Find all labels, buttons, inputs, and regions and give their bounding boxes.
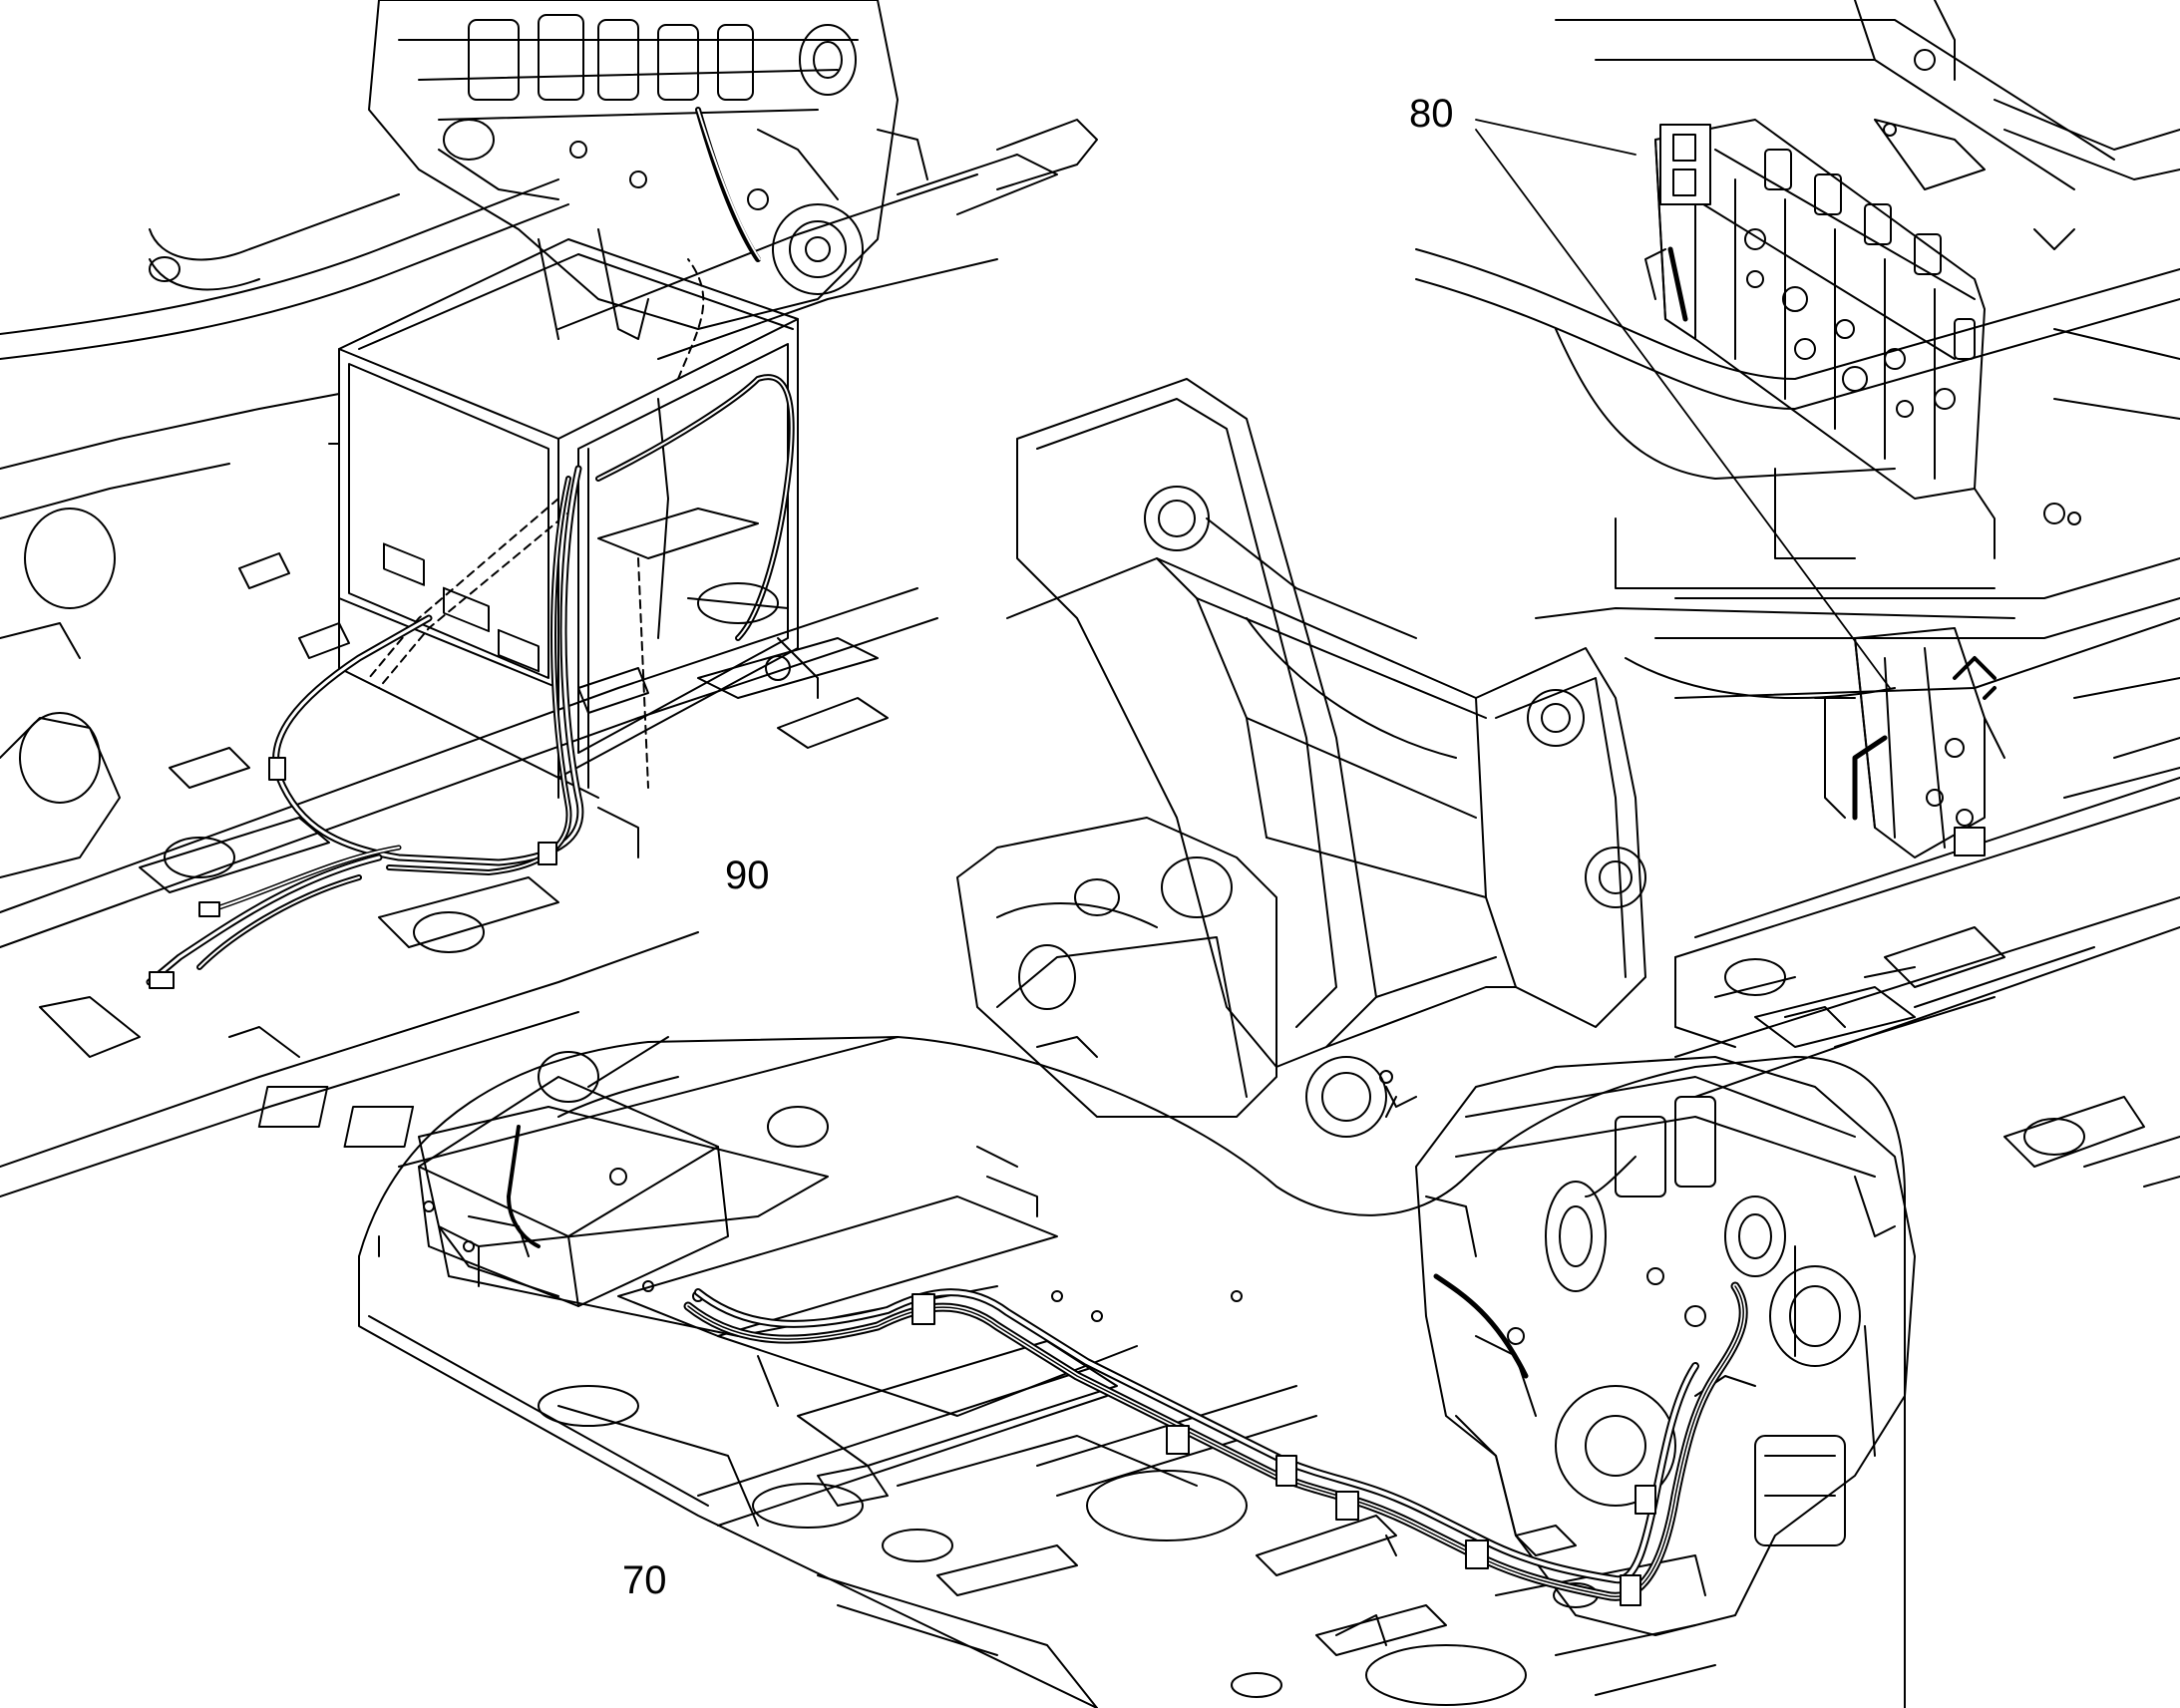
pilot-valve-block [1814, 627, 2005, 858]
battery-box [257, 1036, 729, 1307]
upper-right-chassis-frame [1415, 0, 2180, 1188]
control-valve-bank [1644, 119, 1996, 559]
engine-bottom-right [1415, 1056, 1916, 1636]
callout-80: 80 [1409, 92, 1454, 136]
leader-80-a [1475, 119, 1636, 156]
upper-left-chassis-frame [0, 119, 1098, 1197]
leader-lines [1475, 119, 1891, 689]
hose-routing-70 [683, 1281, 1748, 1606]
hose-routing-90 [146, 465, 584, 989]
lower-floor-plate [358, 1036, 1906, 1708]
swing-bracket [956, 378, 1646, 1138]
leader-80-b [1475, 129, 1891, 689]
callout-90: 90 [725, 854, 770, 897]
engine-top-left [368, 0, 928, 340]
callout-70: 70 [622, 1558, 667, 1602]
